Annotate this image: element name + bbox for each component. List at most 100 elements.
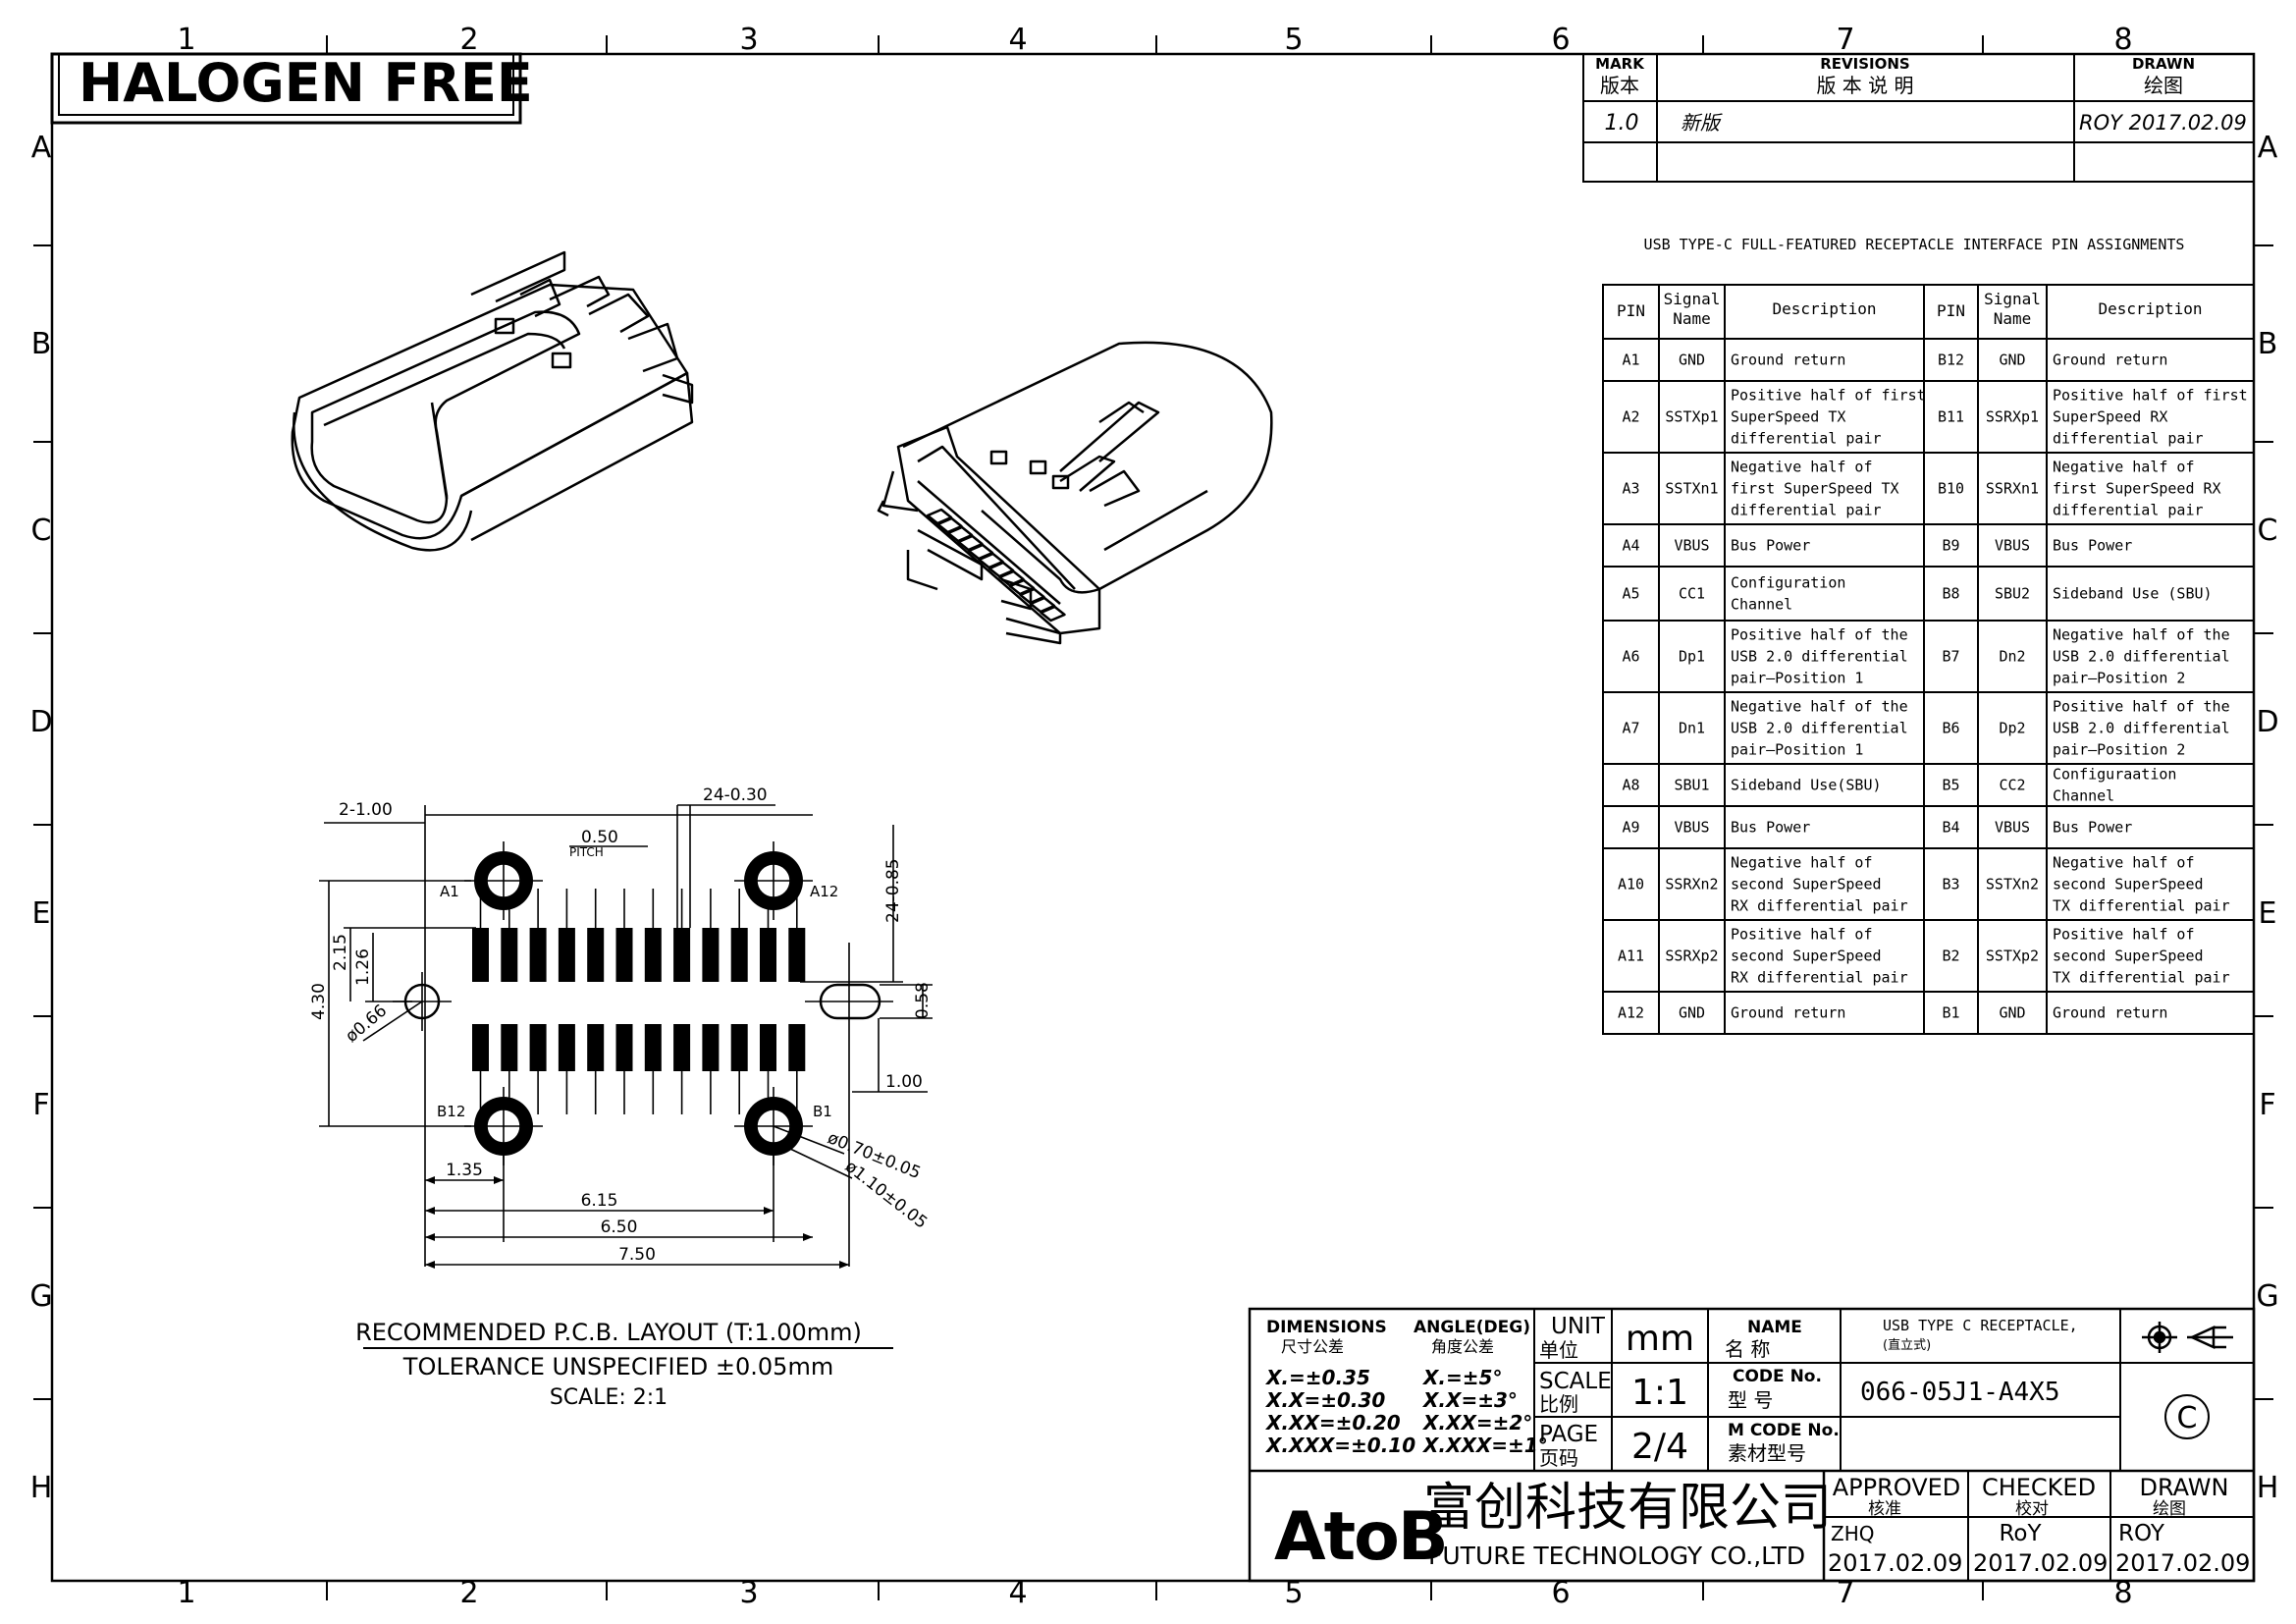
pin-cell: A6	[1622, 648, 1639, 666]
halogen-free-box: HALOGEN FREE	[50, 52, 533, 125]
tb-checked-date: 2017.02.09	[1973, 1549, 2108, 1577]
pin-cell: CC2	[1999, 777, 2025, 794]
pcb-pad-row-a	[587, 928, 605, 982]
row-mark-left: H	[30, 1471, 53, 1505]
pin-desc-line: differential pair	[2053, 502, 2204, 519]
pin-desc-line: Positive half of	[2053, 926, 2195, 944]
pin-header-desc: Description	[2099, 299, 2203, 318]
pin-header-signal-2: Name	[1994, 309, 2032, 328]
pin-desc-line: Bus Power	[2053, 537, 2132, 555]
pcb-label-a12: A12	[810, 883, 838, 900]
tb-code-label: CODE No.	[1733, 1367, 1822, 1386]
rev-desc-header: REVISIONS	[1820, 55, 1909, 73]
pcb-pad-row-a	[615, 928, 633, 982]
tb-checked-label-cn: 校对	[2015, 1499, 2049, 1519]
tb-name-label-cn: 名 称	[1725, 1337, 1770, 1361]
column-mark-bottom: 7	[1836, 1576, 1854, 1610]
dim-066: ø0.66	[342, 1001, 391, 1046]
column-mark-top: 2	[459, 23, 478, 57]
pin-desc-line: RX differential pair	[1731, 969, 1908, 987]
tb-code-value: 066-05J1-A4X5	[1860, 1378, 2060, 1407]
pin-desc-line: Negative half of the	[1731, 698, 1908, 716]
tb-tolerance: X.=±0.35	[1264, 1366, 1370, 1389]
column-mark-top: 3	[739, 23, 758, 57]
dim-615: 6.15	[581, 1191, 618, 1211]
pin-cell: VBUS	[1995, 819, 2030, 837]
pin-cell: SSTXp1	[1665, 408, 1718, 426]
tb-mcode-label-cn: 素材型号	[1728, 1441, 1806, 1465]
pcb-pad-row-a	[730, 928, 748, 982]
rev-desc-header-cn: 版 本 说 明	[1816, 74, 1913, 97]
pin-cell: B2	[1942, 947, 1959, 965]
row-mark-right: F	[2259, 1088, 2275, 1122]
pin-header-desc: Description	[1773, 299, 1877, 318]
company-name-en: FUTURE TECHNOLOGY CO.,LTD	[1428, 1542, 1805, 1570]
rev-drawn-header: DRAWN	[2132, 55, 2195, 73]
column-mark-top: 5	[1284, 23, 1303, 57]
pin-cell: VBUS	[1674, 537, 1709, 555]
tb-drawn-date: 2017.02.09	[2115, 1549, 2250, 1577]
tb-name-value: USB TYPE C RECEPTACLE,	[1883, 1317, 2078, 1334]
tb-angle-label-cn: 角度公差	[1431, 1337, 1494, 1356]
pin-table-title: USB TYPE-C FULL-FEATURED RECEPTACLE INTE…	[1644, 236, 2185, 253]
pin-cell: B7	[1942, 648, 1959, 666]
pcb-caption: RECOMMENDED P.C.B. LAYOUT (T:1.00mm) TOL…	[355, 1319, 893, 1410]
pin-cell: VBUS	[1674, 819, 1709, 837]
title-block: DIMENSIONS 尺寸公差 ANGLE(DEG) 角度公差 X.=±0.35…	[1248, 1307, 2256, 1583]
dim-24x030: 24-0.30	[703, 785, 768, 805]
tb-angle-label: ANGLE(DEG)	[1414, 1318, 1530, 1337]
pcb-pad-row-b	[558, 1024, 575, 1071]
pin-header-signal: Signal	[1984, 290, 2041, 308]
pin-cell: SSTXn1	[1665, 480, 1718, 498]
projection-symbol-icon	[2142, 1322, 2233, 1353]
column-mark-bottom: 8	[2113, 1576, 2132, 1610]
tb-scale-label-cn: 比例	[1539, 1392, 1578, 1416]
dim-215: 2.15	[331, 934, 350, 971]
pin-cell: SBU1	[1674, 777, 1709, 794]
pin-cell: B11	[1938, 408, 1964, 426]
tb-page-label-cn: 页码	[1539, 1446, 1578, 1470]
pin-desc-line: Sideband Use (SBU)	[2053, 585, 2213, 603]
pin-cell: A4	[1622, 537, 1639, 555]
pin-cell: A3	[1622, 480, 1639, 498]
tb-approved-name: ZHQ	[1831, 1522, 1874, 1545]
pin-cell: A11	[1618, 947, 1644, 965]
dim-pitch-label: PITCH	[569, 845, 604, 859]
pin-desc-line: Negative half of the	[2053, 626, 2230, 644]
pin-desc-line: differential pair	[1731, 502, 1882, 519]
revisions-table: MARK 版本 REVISIONS 版 本 说 明 DRAWN 绘图 1.0 新…	[1582, 53, 2255, 183]
pin-cell: CC1	[1679, 585, 1705, 603]
pcb-label-a1: A1	[440, 883, 459, 900]
dim-430: 4.30	[309, 983, 329, 1020]
tb-page-value: 2/4	[1631, 1427, 1688, 1467]
dim-126: 1.26	[353, 948, 373, 986]
row-mark-left: G	[29, 1279, 52, 1314]
pin-desc-line: pair—Position 1	[1731, 670, 1863, 687]
column-mark-top: 4	[1008, 23, 1027, 57]
column-mark-bottom: 2	[459, 1576, 478, 1610]
row-mark-right: C	[2258, 514, 2278, 548]
row-mark-left: D	[29, 705, 52, 739]
pin-cell: SSRXn1	[1986, 480, 2039, 498]
row-mark-left: E	[32, 896, 51, 931]
tb-unit-label-cn: 单位	[1539, 1338, 1578, 1362]
rev-row-drawn: ROY 2017.02.09	[2079, 111, 2247, 135]
pin-desc-line: pair—Position 2	[2053, 670, 2185, 687]
pcb-pad-row-a	[644, 928, 662, 982]
pin-desc-line: second SuperSpeed	[2053, 876, 2204, 893]
pin-desc-line: USB 2.0 differential	[2053, 720, 2230, 737]
pcb-caption-scale: SCALE: 2:1	[550, 1385, 667, 1410]
column-mark-bottom: 5	[1284, 1576, 1303, 1610]
tb-name-value-2: (直立式)	[1883, 1338, 1931, 1353]
tb-scale-value: 1:1	[1631, 1373, 1688, 1413]
tb-drawn-name: ROY	[2118, 1521, 2165, 1546]
pin-cell: B4	[1942, 819, 1959, 837]
row-mark-left: B	[31, 327, 52, 361]
tb-unit-label: UNIT	[1551, 1314, 1606, 1339]
pcb-pad-row-a	[788, 928, 806, 982]
pin-desc-line: USB 2.0 differential	[1731, 720, 1908, 737]
pin-desc-line: pair—Position 1	[1731, 741, 1863, 759]
pin-cell: B1	[1942, 1004, 1959, 1022]
